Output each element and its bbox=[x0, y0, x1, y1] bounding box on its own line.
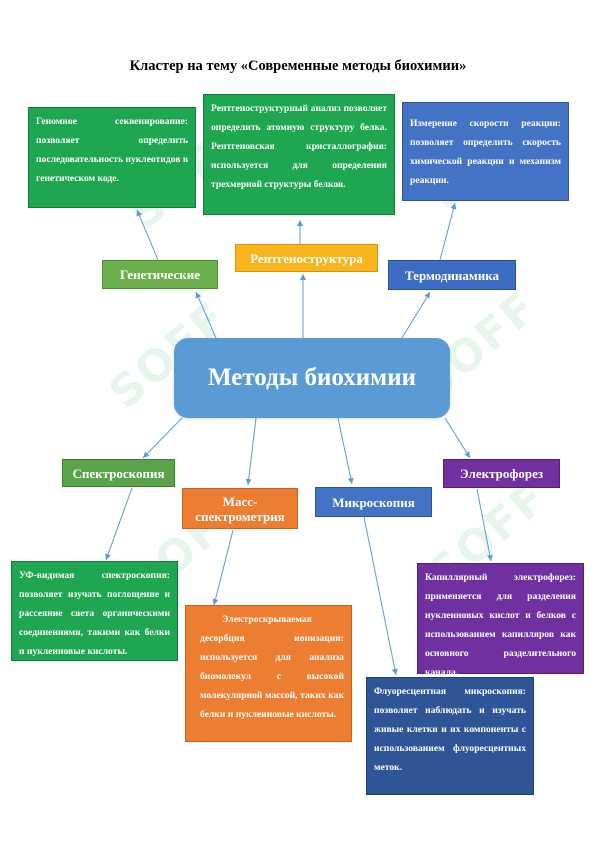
capillary-electrophoresis-box: Капиллярный электрофорез: применяется дл… bbox=[417, 563, 584, 678]
esi-box: Электроскрываемая десорбция ионизации: и… bbox=[185, 605, 352, 742]
reaction-rate-box: Измерение скорости реакции: позволяет оп… bbox=[402, 102, 569, 201]
category-electrophoresis: Электрофорез bbox=[443, 459, 560, 488]
category-genetic: Генетические bbox=[102, 260, 218, 289]
arrow-thermo-detail bbox=[439, 202, 457, 261]
arrow-center-spectro bbox=[142, 417, 183, 459]
page-title: Кластер на тему «Современные методы биох… bbox=[129, 58, 467, 74]
xray-detail-box: Рентгеноструктурный анализ позволяет опр… bbox=[203, 94, 395, 215]
arrow-center-mass bbox=[245, 417, 257, 486]
arrow-electro-capillary bbox=[476, 488, 493, 562]
category-xray: Рентгеноструктура bbox=[235, 244, 378, 272]
genomic-sequencing-box: Геномное секвенирование: позволяет опред… bbox=[28, 107, 196, 208]
category-spectroscopy: Спектроскопия bbox=[62, 459, 175, 487]
arrow-spectro-uv bbox=[105, 487, 133, 561]
arrow-micro-fluor bbox=[363, 516, 398, 676]
category-mass-spectrometry: Масс-спектрометрия bbox=[182, 488, 298, 529]
center-node: Методы биохимии bbox=[174, 338, 450, 418]
uv-spectroscopy-box: УФ-видимая спектроскопия: позволяет изуч… bbox=[11, 561, 178, 661]
xray-detail-text: Рентгеноструктурный анализ позволяет опр… bbox=[211, 103, 387, 190]
category-microscopy: Микроскопия bbox=[315, 487, 432, 517]
capillary-electrophoresis-text: Капиллярный электрофорез: применяется дл… bbox=[425, 572, 576, 678]
arrow-center-thermo bbox=[401, 291, 431, 339]
arrow-center-electro bbox=[444, 417, 471, 459]
esi-text: Электроскрываемая десорбция ионизации: и… bbox=[200, 614, 344, 720]
fluorescence-microscopy-text: Флуоресцентная микроскопия: позволяет на… bbox=[374, 686, 526, 773]
arrow-center-micro bbox=[337, 417, 354, 485]
uv-spectroscopy-text: УФ-видимая спектроскопия: позволяет изуч… bbox=[19, 570, 170, 657]
arrow-center-genetic bbox=[195, 291, 217, 339]
category-thermodynamics: Термодинамика bbox=[388, 260, 516, 290]
fluorescence-microscopy-box: Флуоресцентная микроскопия: позволяет на… bbox=[366, 677, 534, 795]
arrow-genetic-genomic bbox=[136, 209, 159, 261]
reaction-rate-text: Измерение скорости реакции: позволяет оп… bbox=[410, 118, 561, 186]
genomic-sequencing-text: Геномное секвенирование: позволяет опред… bbox=[36, 116, 189, 184]
arrow-mass-esi bbox=[212, 529, 234, 606]
